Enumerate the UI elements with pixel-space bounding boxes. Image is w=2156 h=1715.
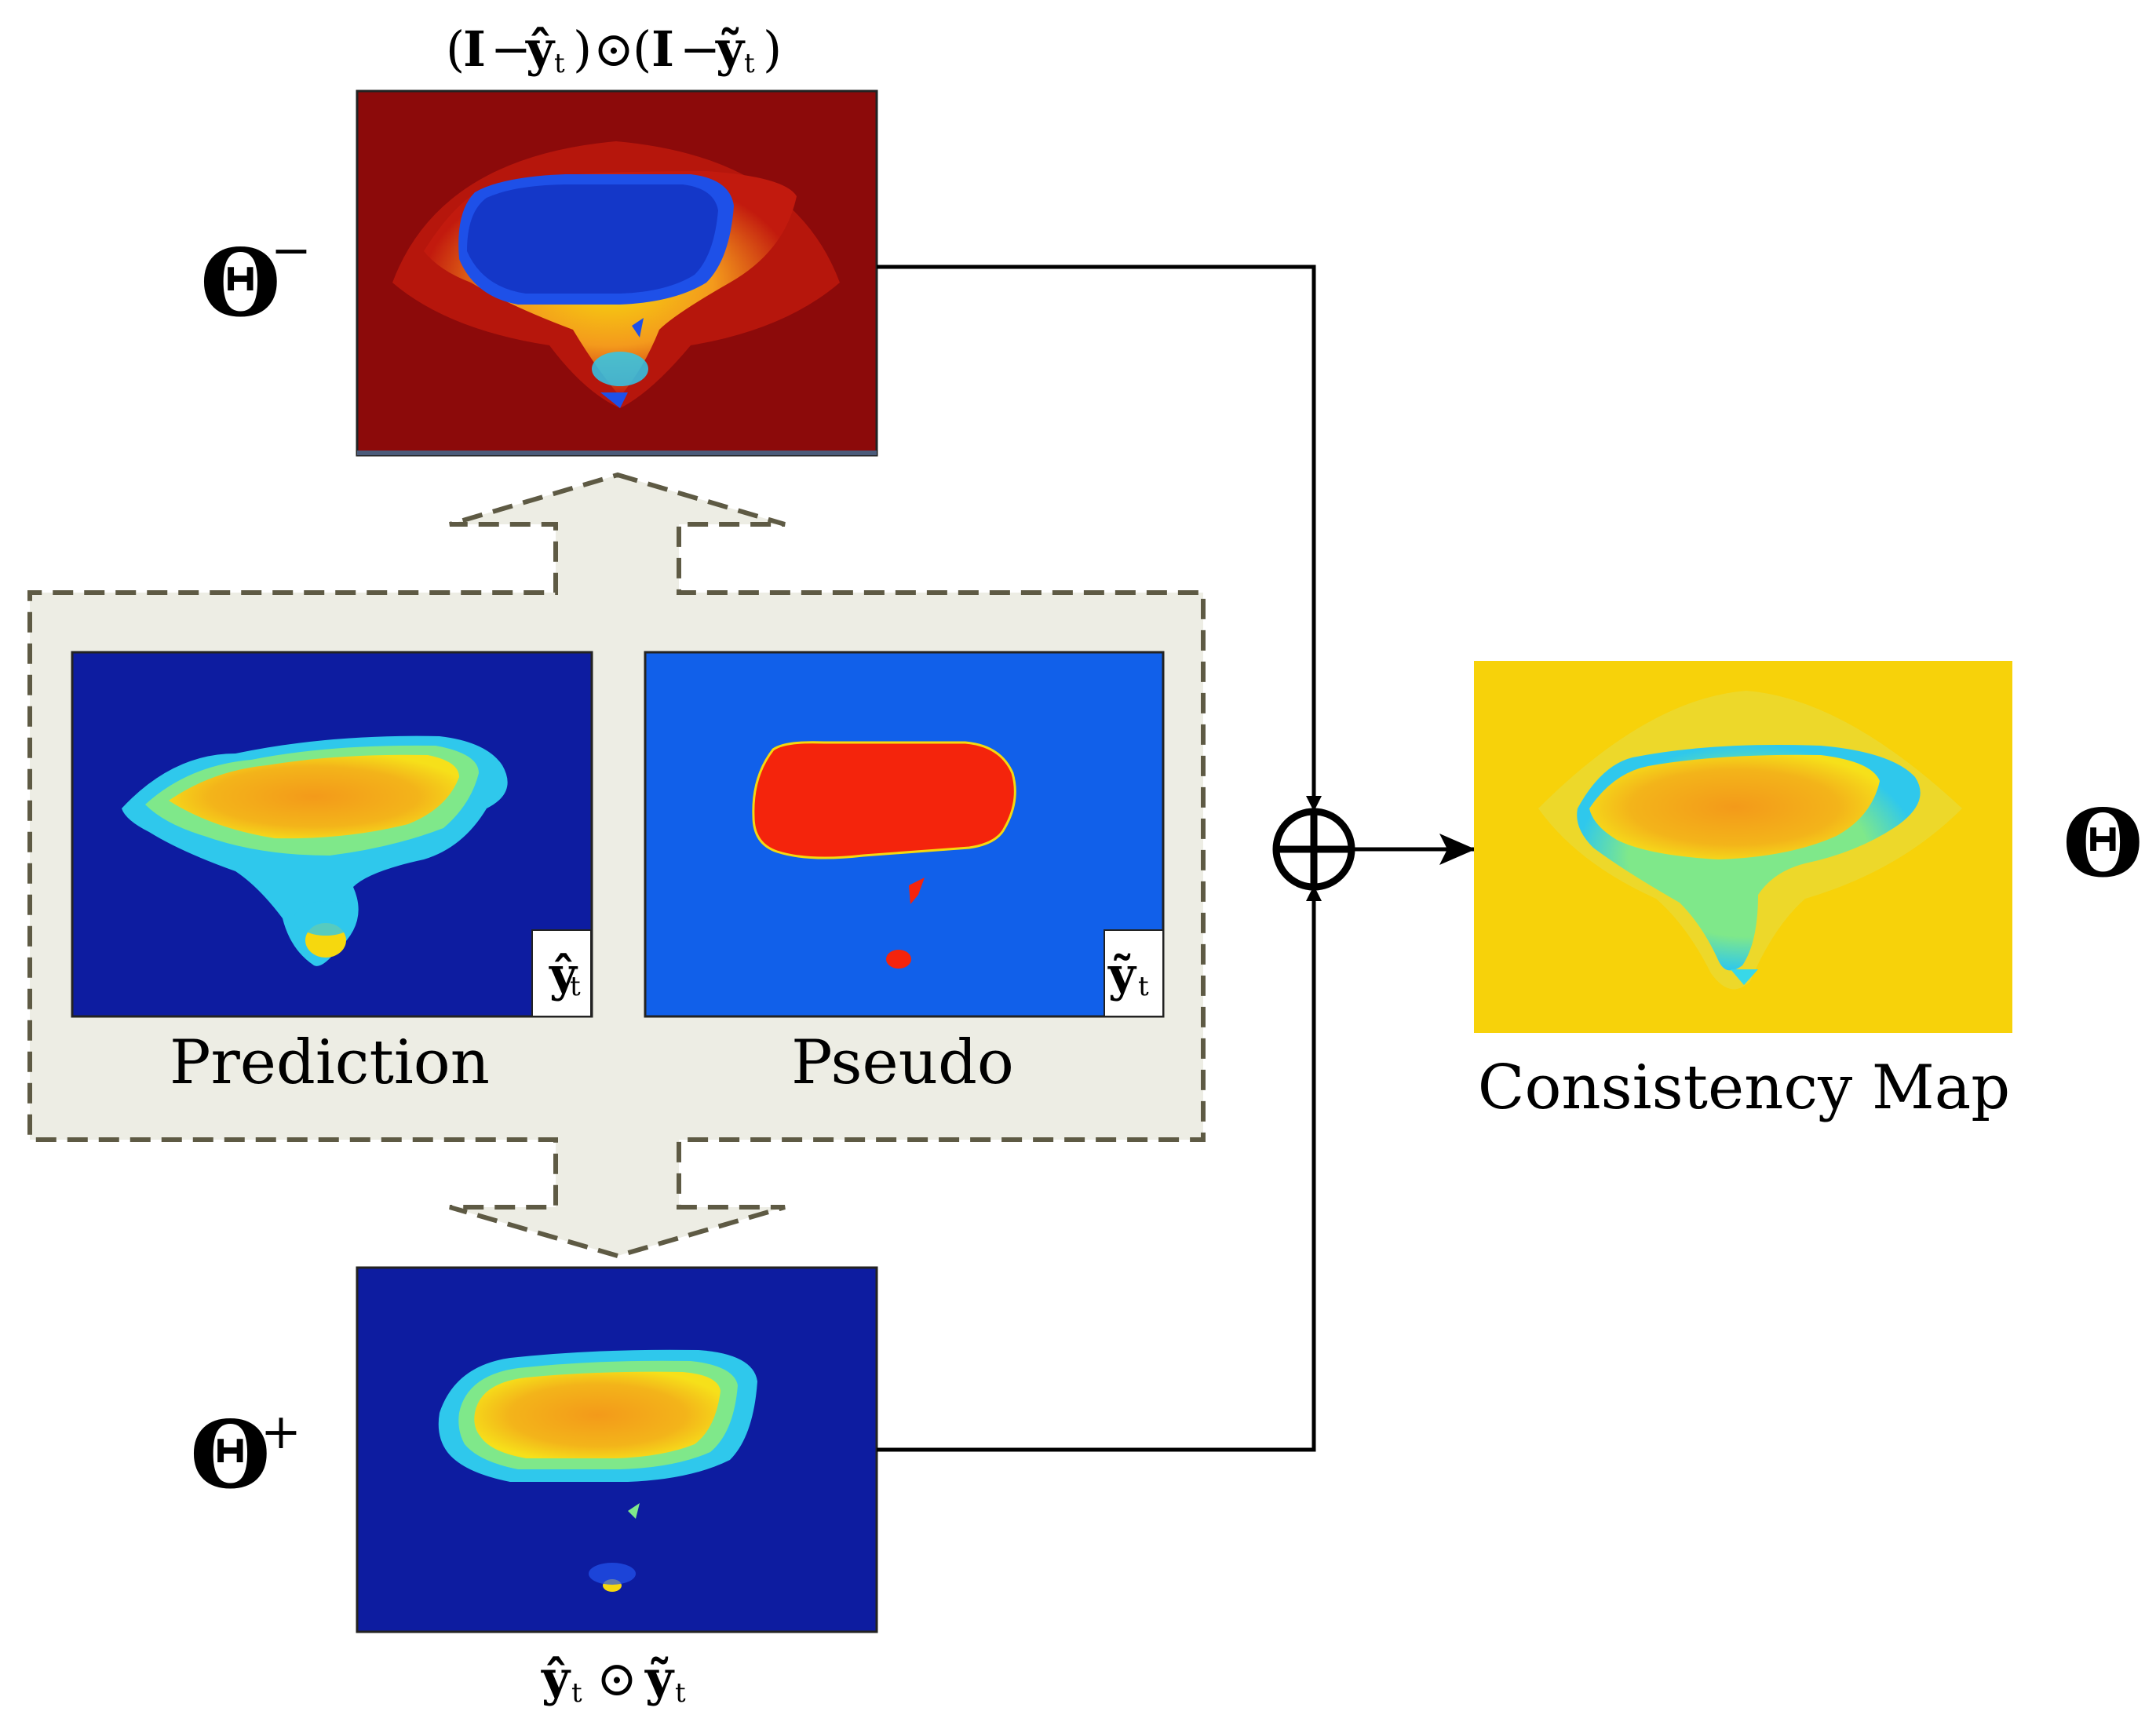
svg-text:t: t (554, 48, 565, 79)
svg-text:(: ( (633, 20, 651, 78)
prediction-badge (531, 929, 592, 1017)
pseudo-label: Pseudo (791, 1027, 1014, 1098)
svg-text:): ) (763, 20, 782, 78)
prediction-label: Prediction (170, 1027, 490, 1098)
prediction-heatmap: ŷ t (71, 651, 593, 1018)
svg-text:⊙: ⊙ (593, 20, 634, 78)
negative-consistency-heatmap (356, 89, 878, 457)
svg-text:Θ: Θ (190, 1400, 271, 1509)
bottom-connector (877, 885, 1322, 1452)
circled-plus-icon (1272, 808, 1355, 891)
svg-text:ỹ: ỹ (715, 20, 746, 78)
positive-consistency-heatmap (356, 1266, 878, 1633)
svg-text:I: I (651, 20, 674, 78)
svg-text:ỹ: ỹ (644, 1650, 675, 1707)
svg-text:ŷ: ŷ (525, 20, 556, 78)
svg-text:⊙: ⊙ (596, 1650, 637, 1707)
svg-text:−: − (271, 221, 312, 279)
svg-text:−: − (491, 20, 531, 78)
svg-text:(: ( (446, 20, 465, 78)
prediction-badge-symbol: ŷ (549, 947, 578, 1002)
consistency-map-heatmap (1474, 661, 2012, 1033)
svg-text:): ) (573, 20, 592, 78)
svg-text:t: t (675, 1677, 686, 1709)
svg-text:t: t (571, 1677, 582, 1709)
pseudo-badge-sub: t (1138, 971, 1149, 1002)
consistency-map-label: Consistency Map (1478, 1053, 2010, 1123)
theta-label: Θ (2063, 789, 2143, 898)
pseudo-badge-symbol: ỹ (1107, 947, 1137, 1002)
svg-text:−: − (680, 20, 720, 78)
svg-text:I: I (463, 20, 486, 78)
theta-plus-label: Θ + (190, 1400, 301, 1509)
pseudo-label-map: ỹ t (644, 651, 1165, 1018)
prediction-badge-sub: t (570, 971, 581, 1002)
svg-text:ŷ: ŷ (541, 1650, 571, 1707)
negative-formula: ( I − ŷ t ) ⊙ ( I − ỹ t ) (446, 20, 782, 79)
top-connector (877, 265, 1322, 812)
connector-lines (877, 265, 1476, 1452)
svg-text:Θ: Θ (200, 228, 281, 338)
positive-formula: ŷ t ⊙ ỹ t (541, 1650, 686, 1709)
svg-text:+: + (261, 1403, 301, 1460)
theta-minus-label: Θ − (200, 221, 312, 338)
svg-text:t: t (744, 48, 755, 79)
pseudo-badge (1104, 929, 1164, 1017)
